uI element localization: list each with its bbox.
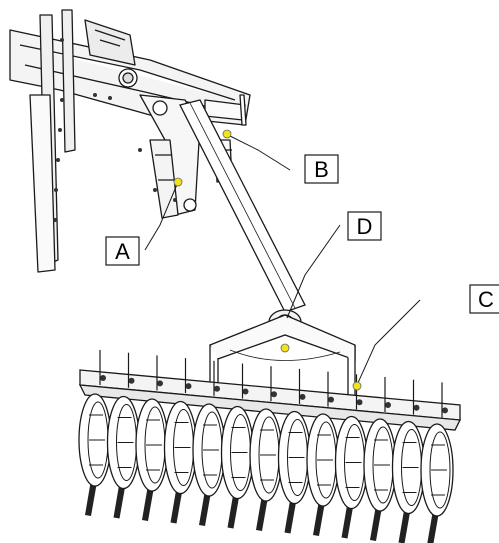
marker-c — [352, 381, 362, 391]
roller-disc — [192, 360, 226, 526]
roller-disc — [334, 374, 369, 539]
callout-d-label: D — [357, 214, 373, 239]
frame-assembly — [9, 9, 251, 273]
leader-lines — [144, 134, 421, 386]
disc-row — [78, 350, 454, 543]
marker-a — [173, 177, 183, 187]
markers — [173, 129, 362, 391]
arm-assembly — [179, 99, 356, 411]
roller-disc — [420, 382, 454, 543]
marker-d — [280, 343, 290, 353]
callout-c: C — [469, 284, 499, 314]
callout-b-label: B — [314, 157, 329, 182]
roller-disc — [306, 371, 340, 536]
roller-disc — [163, 358, 198, 524]
roller-disc — [78, 350, 112, 516]
callout-d: D — [347, 211, 382, 241]
callout-a: A — [105, 236, 140, 266]
marker-b — [222, 129, 232, 139]
callout-c-label: C — [478, 287, 494, 312]
roller-disc — [106, 352, 141, 519]
callout-a-label: A — [115, 239, 130, 264]
roller-frame — [78, 369, 462, 431]
callout-b: B — [304, 154, 339, 184]
